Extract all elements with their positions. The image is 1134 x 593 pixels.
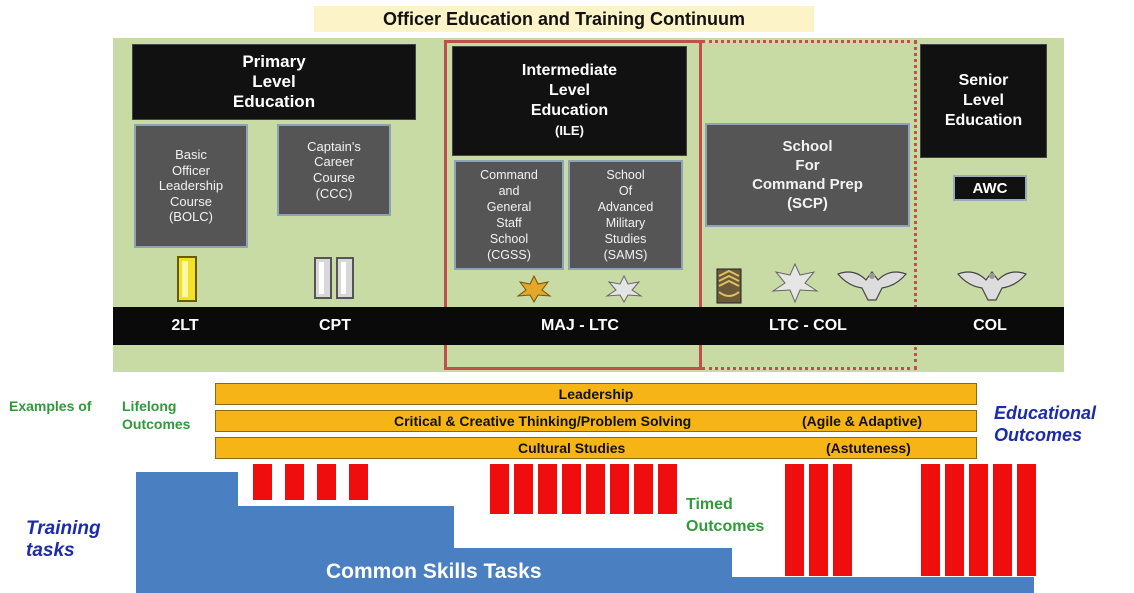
gold-bar-icon [177, 256, 197, 302]
page-title: Officer Education and Training Continuum [314, 6, 814, 32]
critical-thinking-label: Critical & Creative Thinking/Problem Sol… [394, 413, 692, 429]
timed-bar [610, 464, 629, 514]
timed-bar [253, 464, 272, 500]
ltc-col-frame [702, 40, 917, 370]
timed-bar [785, 464, 804, 576]
rank-cpt: CPT [319, 317, 351, 334]
sams-course: School Of Advanced Military Studies (SAM… [568, 160, 683, 270]
gold-oak-leaf-icon [516, 274, 552, 304]
timed-bar [586, 464, 605, 514]
ile-label: Intermediate Level Education [521, 62, 618, 119]
timed-outcomes-label: Timed Outcomes [686, 496, 765, 535]
bolc-course: Basic Officer Leadership Course (BOLC) [134, 124, 248, 248]
eagle-icon [836, 271, 908, 301]
timed-bar [809, 464, 828, 576]
timed-bar [1017, 464, 1036, 576]
timed-bar [945, 464, 964, 576]
timed-bar [349, 464, 368, 500]
scp-course: School For Command Prep (SCP) [705, 123, 910, 227]
timed-bar [285, 464, 304, 500]
lifelong-label-1: Examples of [9, 398, 92, 414]
rank-2lt: 2LT [171, 317, 199, 334]
skills-step-4 [136, 577, 1034, 593]
timed-bar [993, 464, 1012, 576]
cultural-studies-bar: Cultural Studies (Astuteness) [215, 437, 977, 459]
lifelong-label-3: Outcomes [122, 416, 191, 432]
training-tasks-label: Training tasks [26, 518, 101, 561]
sergeant-major-chevron-icon [716, 268, 742, 304]
ile-frame [444, 40, 702, 370]
ccc-course: Captain's Career Course (CCC) [277, 124, 391, 216]
ile-abbr: (ILE) [555, 123, 584, 138]
silver-oak-leaf-icon [605, 274, 643, 304]
primary-level-education: Primary Level Education [132, 44, 416, 120]
cultural-studies-label: Cultural Studies [518, 440, 626, 456]
timed-bar [490, 464, 509, 514]
astuteness-label: (Astuteness) [826, 440, 911, 456]
timed-bar [969, 464, 988, 576]
timed-bar [317, 464, 336, 500]
timed-bar [833, 464, 852, 576]
rank-maj-ltc: MAJ - LTC [541, 317, 619, 334]
timed-bar [921, 464, 940, 576]
silver-double-bar-icon [314, 257, 354, 299]
common-skills-label: Common Skills Tasks [326, 560, 542, 583]
cgss-course: Command and General Staff School (CGSS) [454, 160, 564, 270]
rank-bar [113, 307, 1064, 345]
agile-adaptive-label: (Agile & Adaptive) [802, 413, 923, 429]
rank-ltc-col: LTC - COL [769, 317, 847, 334]
timed-bar [634, 464, 653, 514]
intermediate-level-education: Intermediate Level Education (ILE) [452, 46, 687, 156]
senior-level-education: Senior Level Education [920, 44, 1047, 158]
critical-thinking-bar: Critical & Creative Thinking/Problem Sol… [215, 410, 977, 432]
timed-bar [562, 464, 581, 514]
rank-col: COL [973, 317, 1007, 334]
eagle-icon [956, 271, 1028, 301]
timed-bar [658, 464, 677, 514]
leadership-bar: Leadership [215, 383, 977, 405]
lifelong-label-2: Lifelong [122, 398, 177, 414]
timed-bar [514, 464, 533, 514]
timed-bar [538, 464, 557, 514]
awc-course: AWC [953, 175, 1027, 201]
silver-oak-leaf-icon [771, 262, 819, 304]
educational-outcomes-label: Educational Outcomes [994, 403, 1097, 445]
